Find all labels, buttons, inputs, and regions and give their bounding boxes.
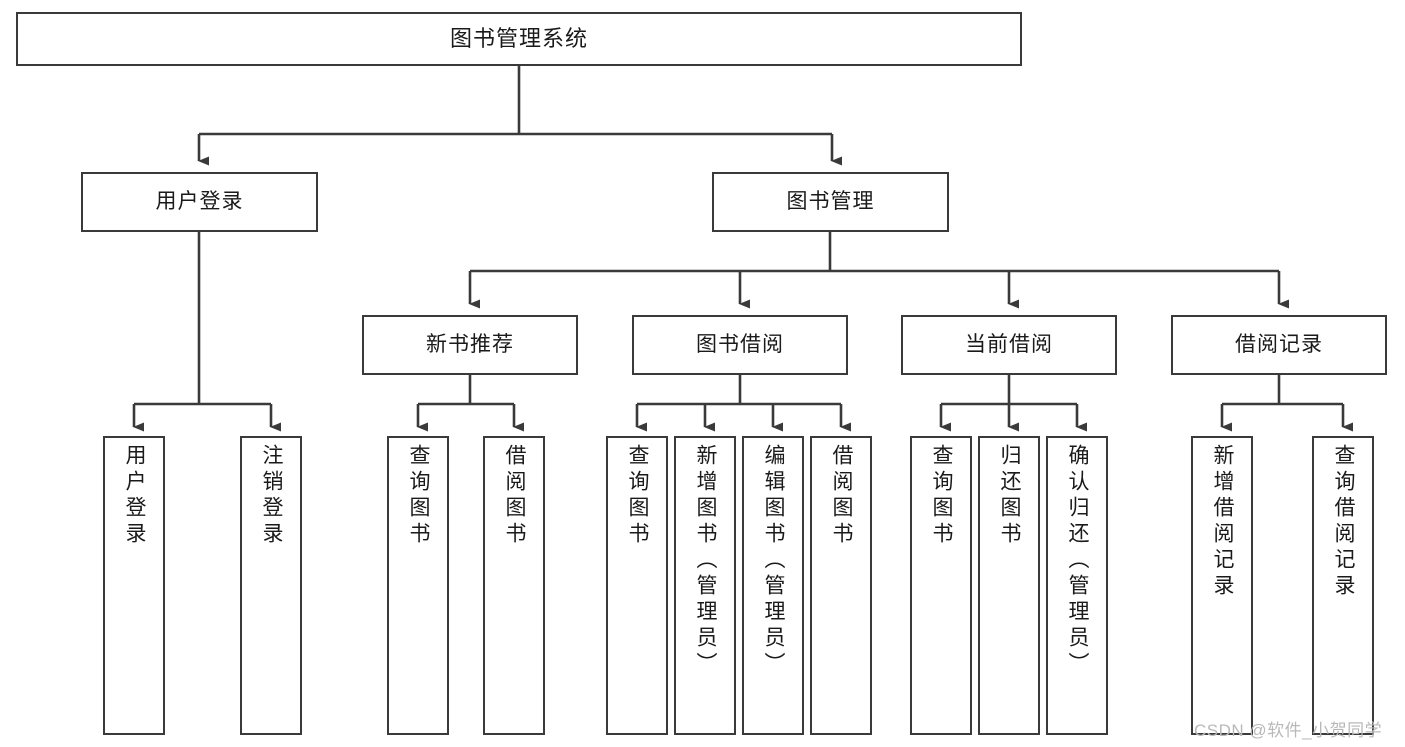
- node-label: 用户登录: [155, 189, 244, 213]
- node-root-system[interactable]: 图书管理系统: [16, 12, 1022, 66]
- node-label: 当前借阅: [965, 332, 1053, 356]
- node-book-borrow[interactable]: 图书借阅: [632, 315, 848, 375]
- node-leaf-add-book-admin[interactable]: 新增图书（管理员）: [674, 436, 736, 735]
- node-new-book-recommend[interactable]: 新书推荐: [362, 315, 578, 375]
- node-leaf-query-book-borrow[interactable]: 查询图书: [606, 436, 668, 735]
- node-leaf-confirm-return-admin[interactable]: 确认归还（管理员）: [1046, 436, 1108, 735]
- node-label: 编辑图书（管理员）: [762, 444, 786, 678]
- node-book-management[interactable]: 图书管理: [712, 172, 949, 232]
- node-leaf-return-book[interactable]: 归还图书: [978, 436, 1040, 735]
- node-label: 新增图书（管理员）: [694, 444, 718, 678]
- node-label: 图书管理系统: [449, 26, 588, 52]
- node-leaf-query-book-current[interactable]: 查询图书: [910, 436, 972, 735]
- node-label: 查询借阅记录: [1332, 444, 1356, 600]
- node-leaf-query-book-recommend[interactable]: 查询图书: [387, 436, 449, 735]
- node-label: 查询图书: [930, 444, 954, 548]
- node-user-login[interactable]: 用户登录: [81, 172, 318, 232]
- node-label: 借阅记录: [1235, 332, 1323, 356]
- node-label: 注销登录: [260, 444, 284, 548]
- node-leaf-query-borrow-record[interactable]: 查询借阅记录: [1312, 436, 1374, 735]
- node-label: 归还图书: [998, 444, 1022, 548]
- node-leaf-add-borrow-record[interactable]: 新增借阅记录: [1191, 436, 1253, 735]
- node-label: 新书推荐: [426, 332, 514, 356]
- csdn-watermark: CSDN @软件_小贺同学: [1194, 721, 1383, 740]
- node-label: 用户登录: [123, 444, 147, 548]
- node-leaf-borrow-book[interactable]: 借阅图书: [810, 436, 872, 735]
- node-label: 确认归还（管理员）: [1066, 444, 1090, 678]
- node-label: 借阅图书: [503, 444, 527, 548]
- node-label: 借阅图书: [830, 444, 854, 548]
- node-borrow-records[interactable]: 借阅记录: [1171, 315, 1387, 375]
- node-leaf-user-login[interactable]: 用户登录: [103, 436, 165, 735]
- node-leaf-logout[interactable]: 注销登录: [240, 436, 302, 735]
- node-current-borrow[interactable]: 当前借阅: [901, 315, 1117, 375]
- node-label: 查询图书: [407, 444, 431, 548]
- node-label: 图书管理: [786, 189, 875, 213]
- node-label: 图书借阅: [696, 332, 784, 356]
- node-label: 查询图书: [626, 444, 650, 548]
- node-label: 新增借阅记录: [1211, 444, 1235, 600]
- node-leaf-borrow-book-recommend[interactable]: 借阅图书: [483, 436, 545, 735]
- node-leaf-edit-book-admin[interactable]: 编辑图书（管理员）: [742, 436, 804, 735]
